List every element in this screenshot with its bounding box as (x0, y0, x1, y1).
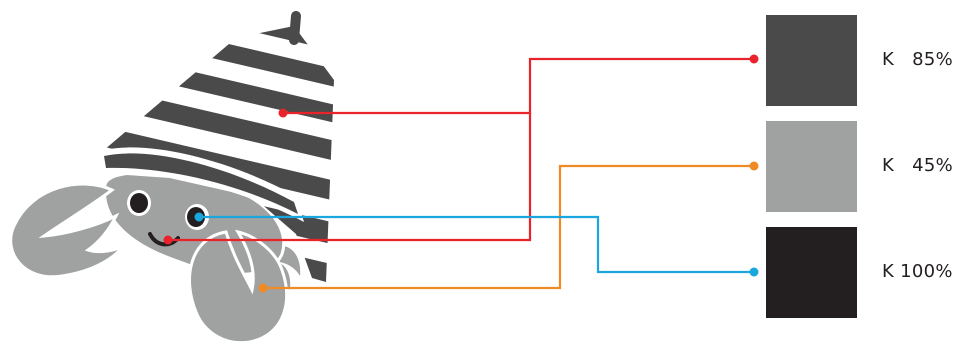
callout-dot-k45 (749, 161, 759, 171)
callout-dot-k85 (749, 54, 759, 64)
callout-dot-shell (278, 108, 288, 118)
crab-claw-left (9, 182, 126, 279)
hermit-crab-illustration (9, 11, 337, 345)
callout-line-claw-k45 (263, 164, 754, 290)
callout-dot-eye (194, 212, 204, 222)
swatch-label-k100: K 100% (882, 261, 953, 282)
crab-claw-right (188, 229, 289, 345)
swatch-label-k85: K 85% (882, 49, 954, 70)
swatch-k85 (766, 15, 857, 106)
callout-line-mouth-k85 (168, 113, 532, 242)
callout-dots (163, 54, 759, 293)
callout-dot-mouth (163, 235, 173, 245)
swatch-label-k45: K 45% (882, 155, 954, 176)
callout-dot-claw (258, 283, 268, 293)
shell-tip (289, 11, 301, 45)
swatch-k45 (766, 121, 857, 212)
callout-dot-k100 (749, 267, 759, 277)
callout-lines (168, 57, 754, 290)
callout-line-shell-k85 (283, 57, 754, 115)
crab-eye-left (127, 190, 151, 216)
callout-line-eye-k100 (199, 215, 754, 274)
swatch-k100 (766, 227, 857, 318)
